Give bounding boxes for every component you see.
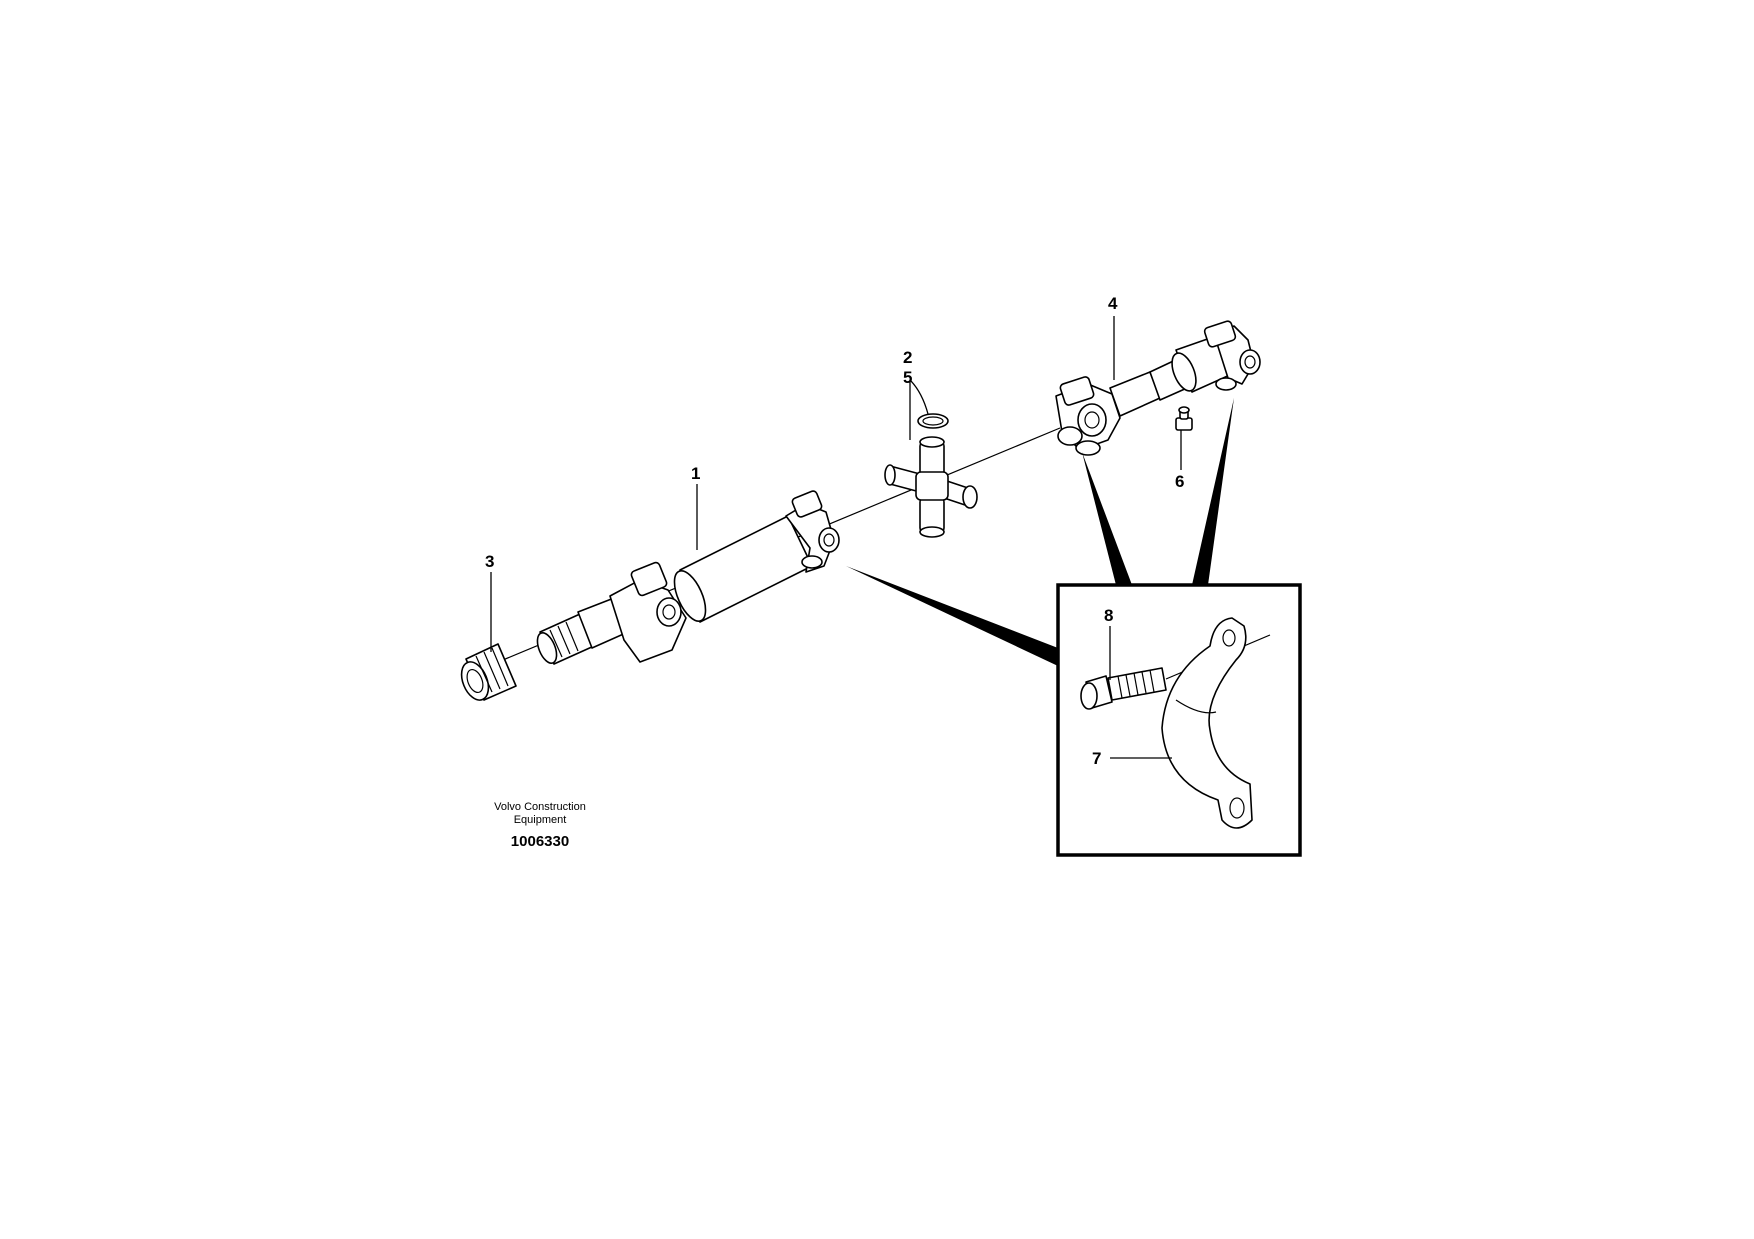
callout-3: 3: [485, 552, 494, 571]
callout-1: 1: [691, 464, 700, 483]
propeller-shaft-part-1: [536, 490, 840, 665]
caption-company-line2: Equipment: [514, 814, 567, 826]
snap-ring-part-5: [917, 413, 949, 429]
pointer-wedge-right: [1192, 398, 1234, 585]
callout-5: 5: [903, 368, 912, 387]
grease-nipple-part-6: [1175, 406, 1193, 431]
callout-2: 2: [903, 348, 912, 367]
detail-inset: [1056, 583, 1302, 857]
caption-company-line1: Volvo Construction: [494, 801, 586, 813]
rear-shaft-part-4: [1055, 320, 1261, 456]
drawing-number: 1006330: [511, 833, 569, 850]
detail-frame: [1056, 583, 1302, 857]
callout-7: 7: [1092, 749, 1101, 768]
universal-joint-part-2: [884, 436, 978, 538]
callout-6: 6: [1175, 472, 1184, 491]
leader-5: [909, 379, 929, 415]
strap-part-7: [1161, 617, 1253, 829]
callout-8: 8: [1104, 606, 1113, 625]
pointer-wedge-middle: [1082, 452, 1132, 585]
callout-4: 4: [1108, 294, 1118, 313]
splined-nut-part-3: [460, 643, 517, 701]
bolt-part-8: [1080, 634, 1271, 710]
pointer-wedge-left: [846, 566, 1058, 666]
